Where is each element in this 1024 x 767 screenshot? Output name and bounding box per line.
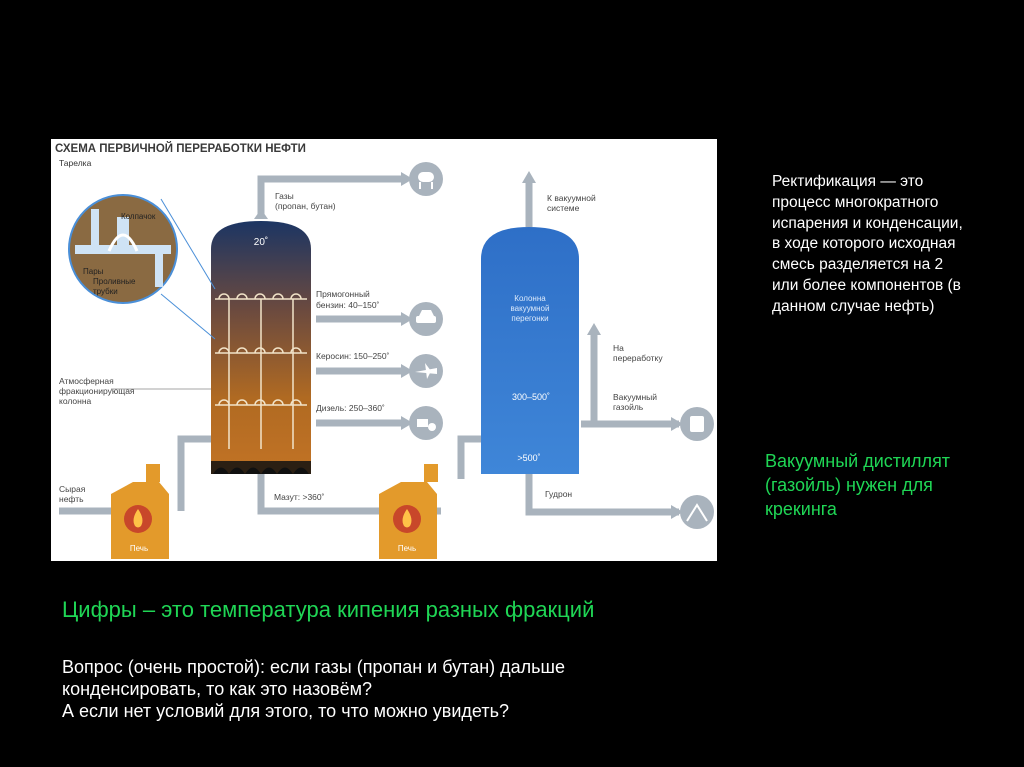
tray-inset: Пары Проливные трубки Колпачок Тарелка xyxy=(59,158,216,340)
boiling-point-headline: Цифры – это температура кипения разных ф… xyxy=(62,597,595,622)
processing-label-1: На xyxy=(613,343,624,353)
vac-system-label-2: системе xyxy=(547,203,580,213)
processing-label-2: переработку xyxy=(613,353,663,363)
inset-overflow-2: трубки xyxy=(93,287,118,296)
rectification-definition: Ректификация — это процесс многократного… xyxy=(772,173,963,315)
pipe-furnace2-up xyxy=(457,435,489,479)
vacuum-column: Колонна вакуумной перегонки 300–500˚ >50… xyxy=(481,227,579,474)
atm-top-temp: 20˚ xyxy=(254,236,268,248)
vac-label-3: перегонки xyxy=(511,314,548,323)
road-icon xyxy=(680,495,714,529)
furnace-2-label: Печь xyxy=(398,544,416,553)
gasoil-label-1: Вакуумный xyxy=(613,392,657,402)
atm-label-2: фракционирующая xyxy=(59,386,135,396)
diagram-title: СХЕМА ПЕРВИЧНОЙ ПЕРЕРАБОТКИ НЕФТИ xyxy=(55,142,306,155)
gasoline-label-1: Прямогонный xyxy=(316,289,370,299)
diesel-label: Дизель: 250–360˚ xyxy=(316,403,385,413)
gasoline-label-2: бензин: 40–150˚ xyxy=(316,300,380,310)
vacuum-distillate-note: Вакуумный дистиллят (газойль) нужен для … xyxy=(765,451,951,519)
gases-label-2: (пропан, бутан) xyxy=(275,201,336,211)
question-line-1: Вопрос (очень простой): если газы (пропа… xyxy=(62,657,565,677)
inset-overflow-1: Проливные xyxy=(93,277,136,286)
furnace-1-label: Печь xyxy=(130,544,148,553)
pipe-mazut xyxy=(257,474,401,515)
question-line-2: конденсировать, то как это назовём? xyxy=(62,679,372,699)
pipe-gases xyxy=(257,175,401,219)
pipe-tar xyxy=(525,474,679,516)
inset-vapors: Пары xyxy=(83,267,104,276)
furnace-2: Печь xyxy=(379,464,438,559)
vac-label-1: Колонна xyxy=(514,294,546,303)
atm-label-3: колонна xyxy=(59,396,92,406)
atm-label-1: Атмосферная xyxy=(59,376,114,386)
question-block: Вопрос (очень простой): если газы (пропа… xyxy=(62,656,722,722)
gases-label-1: Газы xyxy=(275,191,294,201)
vac-mid-temp: 300–500˚ xyxy=(512,392,550,402)
question-line-3: А если нет условий для этого, то что мож… xyxy=(62,701,509,721)
crude-label-1: Сырая xyxy=(59,484,86,494)
vac-label-2: вакуумной xyxy=(511,304,550,313)
mazut-label: Мазут: >360˚ xyxy=(274,492,325,502)
tar-label: Гудрон xyxy=(545,489,572,499)
refining-diagram: СХЕМА ПЕРВИЧНОЙ ПЕРЕРАБОТКИ НЕФТИ xyxy=(51,139,717,561)
gasoil-label-2: газойль xyxy=(613,402,644,412)
crude-label-2: нефть xyxy=(59,494,84,504)
atmospheric-column: 20˚ xyxy=(211,221,311,474)
inset-tray: Тарелка xyxy=(59,158,92,168)
inset-cap: Колпачок xyxy=(121,212,156,221)
pipe-furnace1-up xyxy=(177,435,211,511)
vac-bottom-temp: >500˚ xyxy=(517,453,540,463)
furnace-1: Печь xyxy=(111,464,169,559)
kerosene-label: Керосин: 150–250˚ xyxy=(316,351,390,361)
vac-system-label-1: К вакуумной xyxy=(547,193,596,203)
